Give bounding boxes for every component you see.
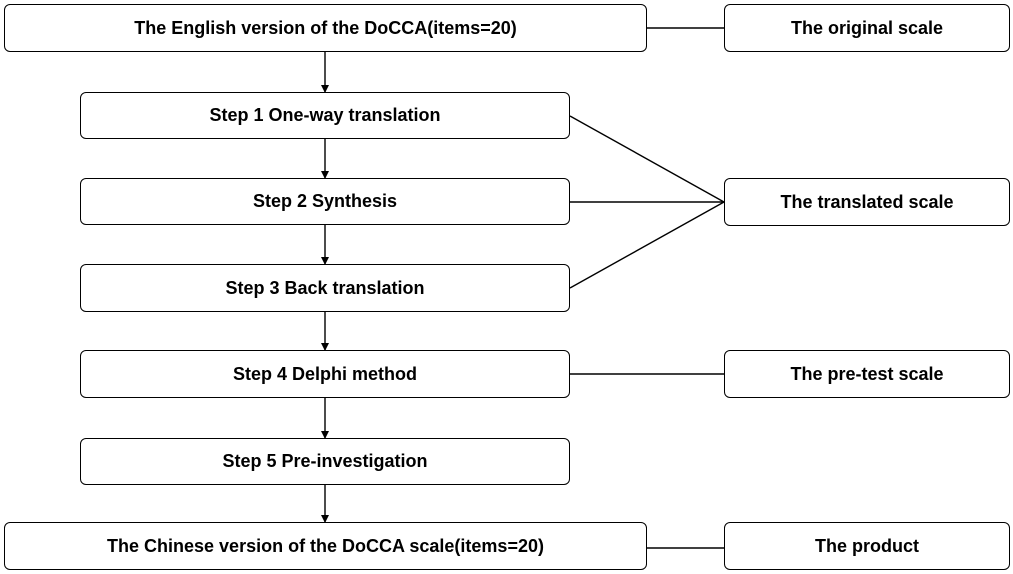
step-label-5: Step 5 Pre-investigation — [222, 451, 428, 471]
outcome-box-original: The original scale — [724, 4, 1010, 52]
outcome-box-translated: The translated scale — [724, 178, 1010, 226]
outcome-label-translated: The translated scale — [780, 191, 954, 212]
step-label-3: Step 3 Back translation — [225, 277, 425, 298]
outcome-box-pretest: The pre-test scale — [724, 350, 1010, 398]
step-label-source: The English version of the DoCCA(items=2… — [134, 17, 517, 38]
step-label-2: Step 2 Synthesis — [252, 191, 398, 211]
step-box-result: The Chinese version of the DoCCA scale(i… — [4, 522, 647, 570]
outcome-label-original: The original scale — [790, 17, 944, 38]
step-box-2: Step 2 Synthesis — [80, 178, 570, 225]
connector-step1-translated — [569, 115, 725, 203]
step-box-source: The English version of the DoCCA(items=2… — [4, 4, 647, 52]
step-label-1: Step 1 One-way translation — [209, 105, 441, 125]
step-box-3: Step 3 Back translation — [80, 264, 570, 312]
step-box-5: Step 5 Pre-investigation — [80, 438, 570, 485]
step-box-1: Step 1 One-way translation — [80, 92, 570, 139]
outcome-label-product: The product — [815, 535, 919, 556]
connector-step3-translated — [569, 201, 725, 289]
outcome-label-pretest: The pre-test scale — [790, 363, 944, 384]
step-label-result: The Chinese version of the DoCCA scale(i… — [107, 535, 544, 556]
step-label-4: Step 4 Delphi method — [232, 363, 418, 384]
step-box-4: Step 4 Delphi method — [80, 350, 570, 398]
outcome-box-product: The product — [724, 522, 1010, 570]
